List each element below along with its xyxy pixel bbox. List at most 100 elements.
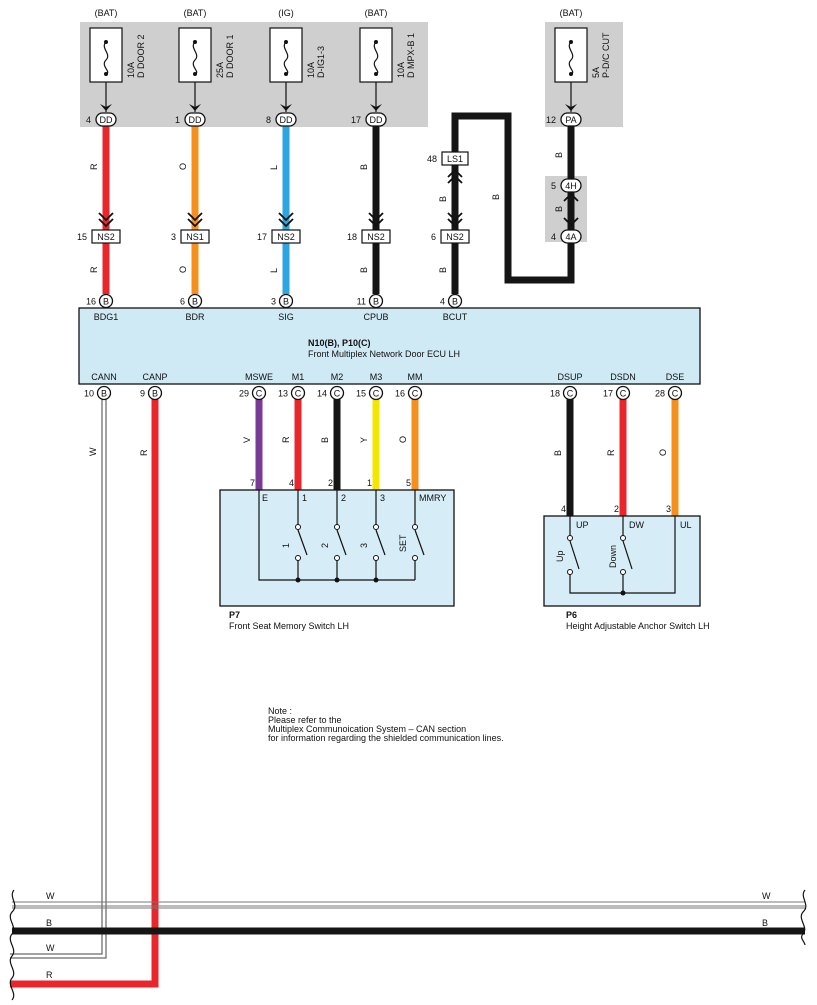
- junction-ns2-2: NS2 17: [257, 229, 301, 244]
- wire-letter-5a: B: [438, 196, 448, 202]
- wire-letter-m2: B: [320, 437, 330, 443]
- svg-text:Please refer to the: Please refer to the: [268, 715, 342, 725]
- svg-text:4H: 4H: [565, 181, 577, 191]
- fuse-name-3: D-IG1-3: [316, 46, 326, 78]
- connector-ls1: LS1 48: [427, 151, 469, 166]
- wire-letter-2b: O: [178, 266, 188, 273]
- svg-text:4: 4: [440, 297, 445, 307]
- svg-text:15: 15: [77, 232, 87, 242]
- p7-junction-dots: [295, 577, 379, 583]
- svg-text:8: 8: [266, 115, 271, 125]
- supply-label-3: (IG): [278, 8, 294, 18]
- svg-text:CPUB: CPUB: [363, 312, 388, 322]
- svg-text:DSDN: DSDN: [610, 372, 636, 382]
- svg-text:B: B: [452, 297, 458, 307]
- svg-text:BDR: BDR: [185, 312, 205, 322]
- svg-text:M1: M1: [292, 372, 305, 382]
- bus-label-b-left: B: [46, 918, 52, 928]
- ecu-bottom-pin-cann: CANN B 10: [84, 372, 117, 401]
- svg-text:1: 1: [281, 543, 291, 548]
- svg-text:Multiplex Communoication Syste: Multiplex Communoication System – CAN se…: [268, 724, 466, 734]
- bus-label-w-right: W: [762, 891, 771, 901]
- wire-letter-4h: B: [554, 206, 564, 212]
- svg-text:DD: DD: [189, 115, 202, 125]
- junction-ns2-1: NS2 15: [77, 229, 121, 244]
- svg-text:M2: M2: [331, 372, 344, 382]
- svg-text:6: 6: [431, 232, 436, 242]
- svg-text:UL: UL: [680, 520, 692, 530]
- fuse-symbol-2: [178, 27, 212, 83]
- svg-text:DW: DW: [629, 520, 644, 530]
- svg-text:B: B: [103, 297, 109, 307]
- wire-white-cann: [10, 399, 107, 959]
- svg-text:B: B: [373, 297, 379, 307]
- bus-label-r-left: R: [46, 970, 53, 980]
- fuse-rating-5: 5A: [591, 67, 601, 78]
- svg-text:7: 7: [250, 478, 255, 488]
- connector-pa: PA 12: [546, 112, 582, 127]
- svg-text:BDG1: BDG1: [94, 312, 119, 322]
- p7-switch-circuit: [258, 490, 425, 581]
- wire-letter-m3: Y: [359, 437, 369, 443]
- fuse-name-4: D MPX-B 1: [406, 33, 416, 78]
- svg-text:C: C: [256, 389, 263, 399]
- svg-text:4: 4: [86, 115, 91, 125]
- svg-text:B: B: [101, 389, 107, 399]
- svg-text:17: 17: [351, 115, 361, 125]
- svg-text:29: 29: [239, 389, 249, 399]
- supply-label-1: (BAT): [95, 8, 118, 18]
- wire-letter-mswe: V: [242, 437, 252, 443]
- connector-4h: 4H 5: [551, 178, 582, 193]
- ecu-top-pin-bcut: B 4 BCUT: [440, 293, 468, 322]
- junction-ns2-4: NS2 6: [431, 229, 470, 244]
- svg-text:C: C: [620, 389, 627, 399]
- svg-text:48: 48: [427, 154, 437, 164]
- junction-ns1: NS1 3: [171, 229, 210, 244]
- svg-text:MMRY: MMRY: [419, 493, 446, 503]
- bus-label-b-right: B: [762, 918, 768, 928]
- svg-text:SIG: SIG: [278, 312, 294, 322]
- ecu-bottom-pin-dse: DSE C 28: [655, 372, 684, 401]
- svg-text:16: 16: [395, 389, 405, 399]
- svg-text:E: E: [262, 493, 268, 503]
- ecu-top-pin-cpub: B 11 CPUB: [357, 293, 389, 322]
- wire-letter-loop: B: [491, 194, 501, 200]
- svg-text:DSUP: DSUP: [557, 372, 582, 382]
- ecu-top-pin-sig: B 3 SIG: [271, 293, 294, 322]
- ecu-bottom-pin-m1: M1 C 13: [278, 372, 306, 401]
- svg-text:2: 2: [341, 493, 346, 503]
- ecu-top-pin-bdr: B 6 BDR: [180, 293, 205, 322]
- svg-text:2: 2: [328, 478, 333, 488]
- fuse-rating-4: 10A: [396, 62, 406, 78]
- p6-contact-dots: [567, 535, 626, 575]
- svg-text:BCUT: BCUT: [443, 312, 468, 322]
- fuse-symbol-3: [269, 27, 303, 83]
- svg-text:CANN: CANN: [91, 372, 117, 382]
- ecu-bottom-pin-m2: M2 C 14: [317, 372, 345, 401]
- wire-letter-canp: R: [139, 449, 149, 456]
- p6-name: Height Adjustable Anchor Switch LH: [566, 621, 710, 631]
- svg-text:CANP: CANP: [142, 372, 167, 382]
- svg-text:C: C: [567, 389, 574, 399]
- fuse-symbol-5: [554, 27, 588, 83]
- svg-text:UP: UP: [576, 520, 589, 530]
- svg-text:C: C: [373, 389, 380, 399]
- wire-red-canp: [10, 399, 159, 988]
- svg-text:B: B: [192, 297, 198, 307]
- svg-text:M3: M3: [370, 372, 383, 382]
- svg-text:3: 3: [359, 543, 369, 548]
- svg-text:SET: SET: [398, 534, 408, 552]
- p6-junction-dot: [620, 590, 626, 596]
- svg-text:MM: MM: [408, 372, 423, 382]
- svg-text:16: 16: [86, 297, 96, 307]
- ecu-box: [78, 307, 701, 385]
- svg-text:2: 2: [320, 543, 330, 548]
- svg-text:Down: Down: [608, 545, 618, 568]
- wire-black-loop: [451, 112, 575, 284]
- svg-text:2: 2: [614, 504, 619, 514]
- supply-label-2: (BAT): [184, 8, 207, 18]
- p6-pin-numbers: 4 2 3: [561, 504, 671, 514]
- svg-text:5: 5: [406, 478, 411, 488]
- svg-text:1: 1: [175, 115, 180, 125]
